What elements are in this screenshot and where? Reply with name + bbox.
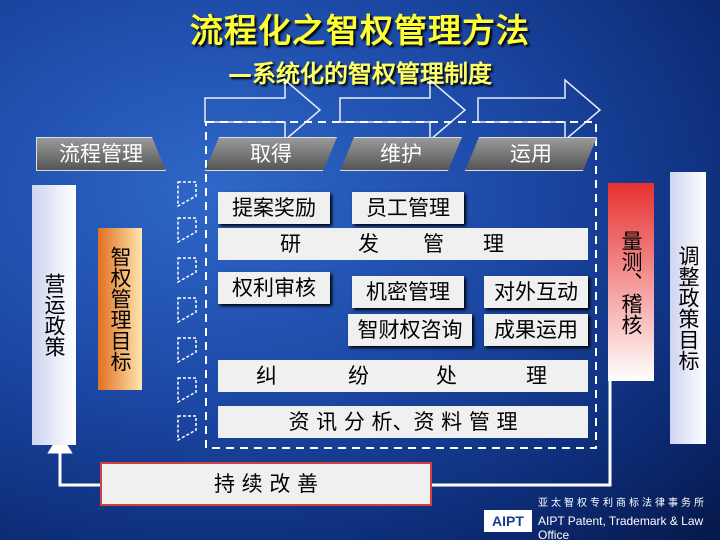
logo-chinese-name: 亚太智权专利商标法律事务所 xyxy=(538,498,707,509)
rd-char-2: 发 xyxy=(358,232,379,256)
row-dispute-handling: 纠 纷 处 理 xyxy=(218,360,588,392)
tab-apply: 运用 xyxy=(465,137,597,171)
cell-proposal-reward: 提案奖励 xyxy=(218,192,330,224)
measure-audit-box: 量测、稽核 xyxy=(608,183,654,381)
tab-process-management: 流程管理 xyxy=(36,137,166,171)
operating-policy-box: 营运政策 xyxy=(32,185,76,445)
dispute-char-1: 纠 xyxy=(256,364,277,388)
cell-ip-consulting: 智财权咨询 xyxy=(348,314,472,346)
aipt-logo: AIPT xyxy=(484,510,532,532)
operating-policy-label: 营运政策 xyxy=(42,273,66,357)
chevron-5 xyxy=(177,337,197,364)
cell-secrecy-mgmt: 机密管理 xyxy=(352,276,464,308)
arrow-maintain xyxy=(339,78,467,142)
cell-employee-mgmt: 员工管理 xyxy=(352,192,464,224)
cell-external-interaction: 对外互动 xyxy=(484,276,588,308)
cell-result-use: 成果运用 xyxy=(484,314,588,346)
slide-title: 流程化之智权管理方法 xyxy=(190,11,530,50)
tab-acquire: 取得 xyxy=(205,137,337,171)
arrow-apply xyxy=(477,78,602,142)
chevron-3 xyxy=(177,257,197,284)
ip-goal-label: 智权管理目标 xyxy=(108,246,132,372)
arrow-acquire xyxy=(204,78,322,142)
dispute-char-2: 纷 xyxy=(348,364,369,388)
cell-rights-review: 权利审核 xyxy=(218,272,330,304)
chevron-1 xyxy=(177,181,197,208)
rd-char-4: 理 xyxy=(483,232,504,256)
rd-char-3: 管 xyxy=(423,232,444,256)
process-frame xyxy=(205,121,597,449)
dispute-char-3: 处 xyxy=(436,364,457,388)
chevron-6 xyxy=(177,377,197,404)
ip-goal-box: 智权管理目标 xyxy=(98,228,142,390)
chevron-2 xyxy=(177,217,197,244)
row-rd-mgmt: 研 发 管 理 xyxy=(218,228,588,260)
tab-maintain: 维护 xyxy=(340,137,462,171)
adjust-policy-label: 调整政策目标 xyxy=(676,245,700,371)
row-info-analysis: 资 讯 分 析、资 料 管 理 xyxy=(218,406,588,438)
chevron-4 xyxy=(177,297,197,324)
logo-english-name: AIPT Patent, Trademark & Law Office xyxy=(538,514,704,542)
chevron-7 xyxy=(177,415,197,442)
slide-subtitle: —系统化的智权管理制度 xyxy=(228,60,492,88)
adjust-policy-box: 调整政策目标 xyxy=(670,172,706,444)
continuous-improvement-box: 持 续 改 善 xyxy=(100,462,432,506)
measure-audit-label: 量测、稽核 xyxy=(619,229,643,335)
rd-char-1: 研 xyxy=(280,232,301,256)
dispute-char-4: 理 xyxy=(526,364,547,388)
